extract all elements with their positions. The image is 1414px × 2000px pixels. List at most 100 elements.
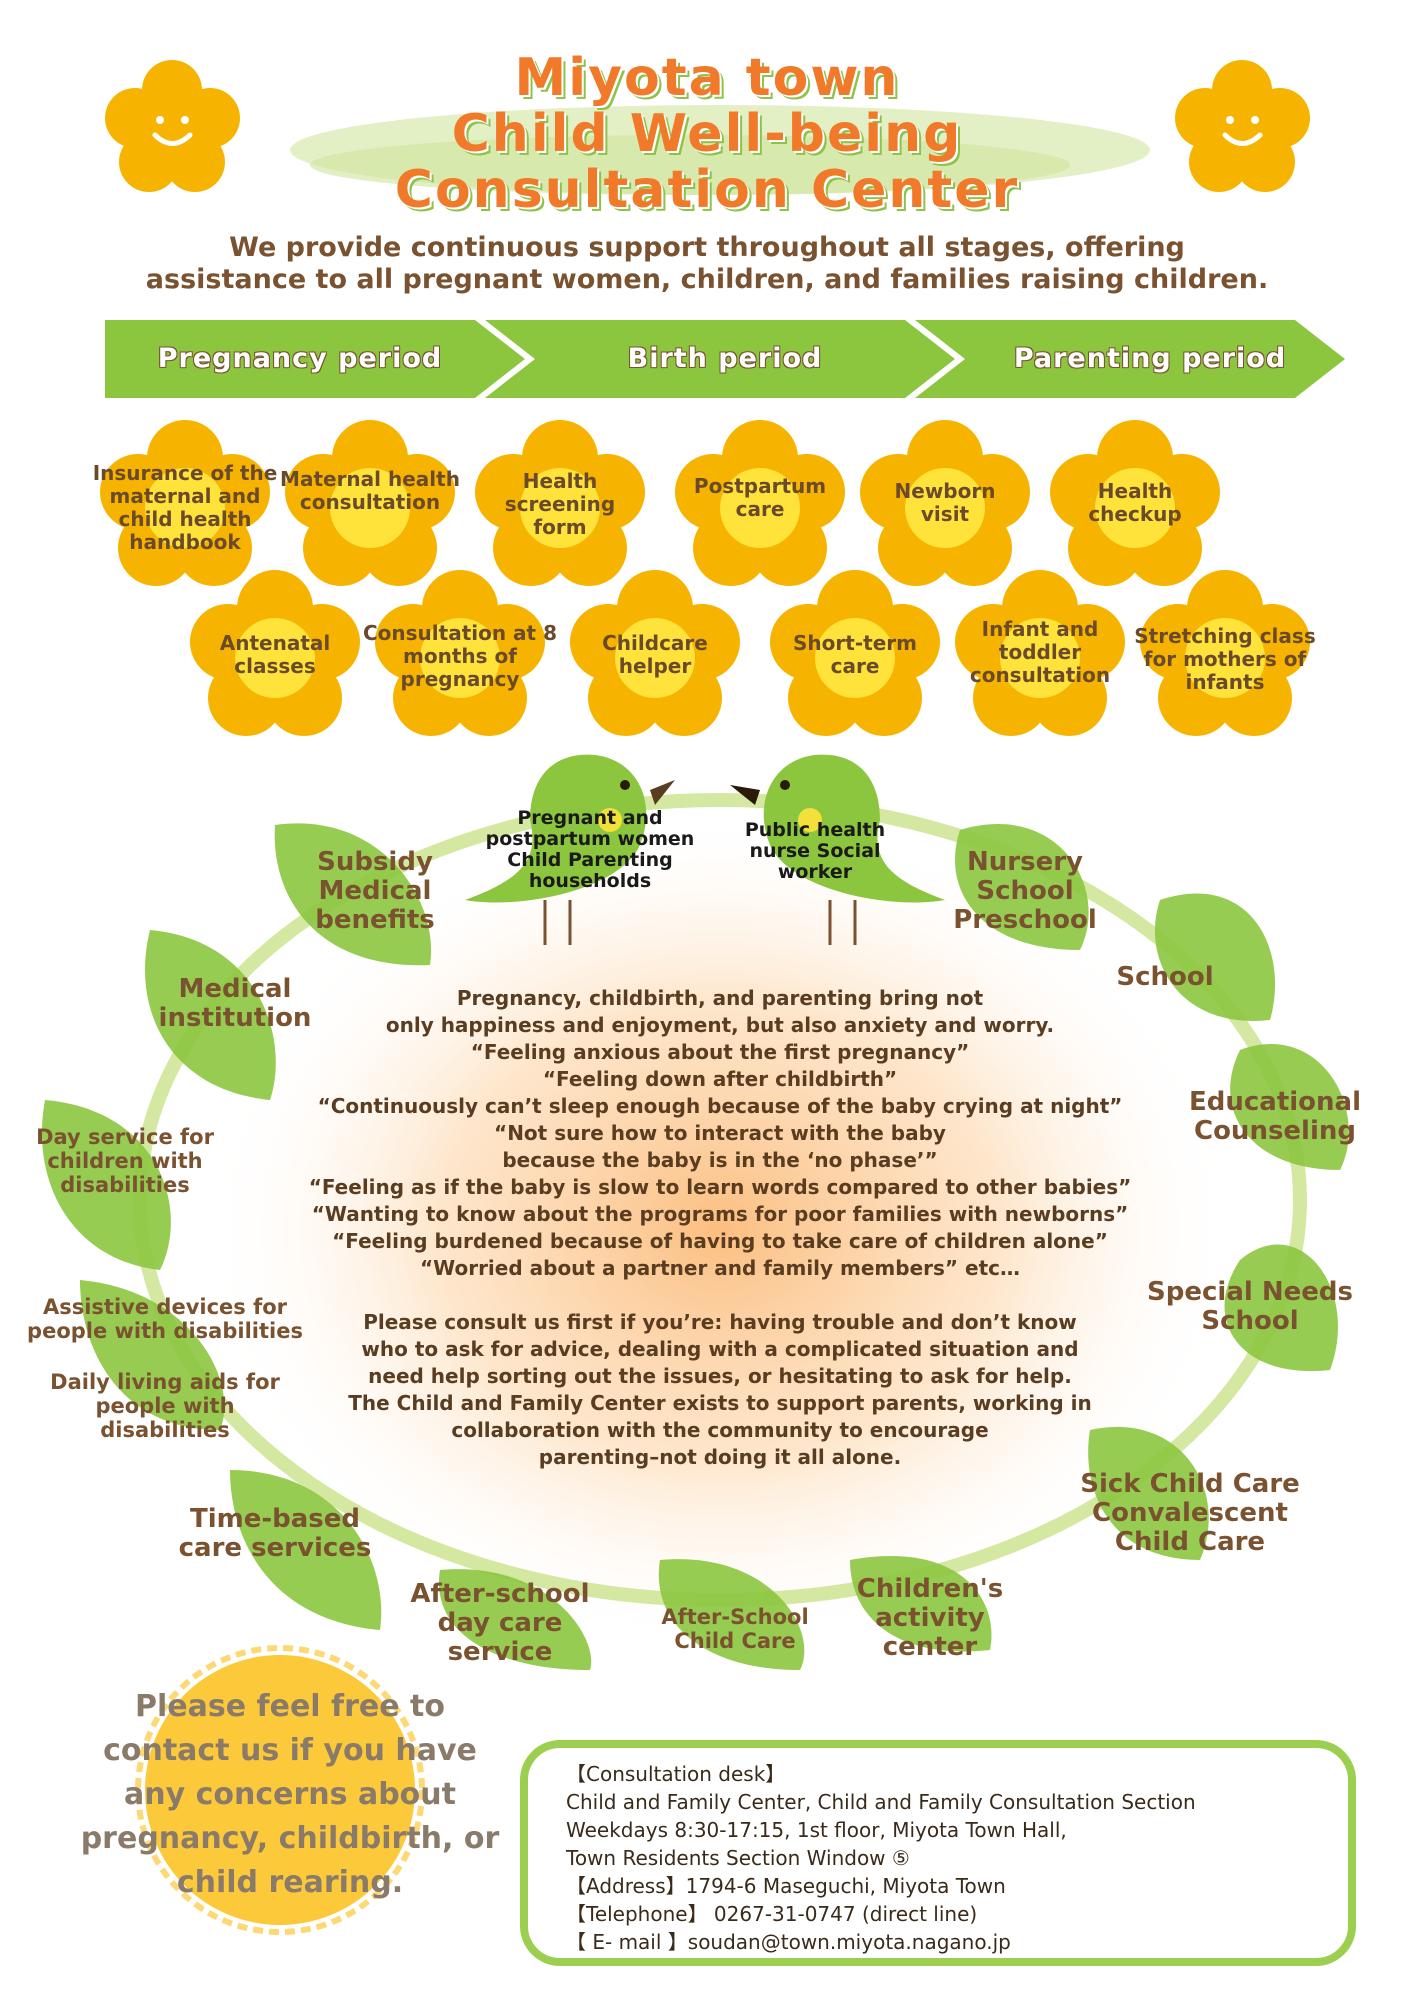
service-flower: Short-term care	[770, 570, 940, 740]
subtitle: We provide continuous support throughout…	[60, 232, 1354, 296]
feel-free-message: Please feel free to contact us if you ha…	[80, 1689, 500, 1900]
leaf-icon	[145, 930, 276, 1100]
service-flower: Antenatal classes	[190, 570, 360, 740]
item-activity-center: Children's activity center	[856, 1574, 1004, 1662]
concern-line: “Wanting to know about the programs for …	[311, 1202, 1129, 1226]
leaf-icon	[274, 823, 432, 966]
flower-icon	[1140, 570, 1310, 736]
smiley-flower-icon	[1175, 60, 1310, 192]
bird-left-icon	[465, 754, 675, 945]
page-title: Miyota town Child Well-being Consultatio…	[0, 50, 1414, 218]
item-day-service: Day service for children with disabiliti…	[36, 1125, 214, 1197]
concern-line: only happiness and enjoyment, but also a…	[385, 1013, 1055, 1037]
flower-icon	[955, 570, 1125, 736]
center-message: Pregnancy, childbirth, and parenting bri…	[270, 985, 1170, 1471]
service-flower: Postpartum care	[675, 420, 845, 590]
consult-line: who to ask for advice, dealing with a co…	[361, 1337, 1079, 1361]
stage-label: Parenting period	[1013, 343, 1287, 374]
service-label: Insurance of the maternal and child heal…	[92, 461, 278, 554]
leaf-icon	[1088, 1426, 1209, 1560]
contact-line: Weekdays 8:30-17:15, 1st floor, Miyota T…	[566, 1818, 1067, 1842]
smiley-flower-icon	[105, 60, 240, 192]
contact-line: Town Residents Section Window ⑤	[566, 1846, 910, 1870]
subtitle-line: We provide continuous support throughout…	[229, 232, 1185, 263]
service-label: Short-term care	[793, 631, 917, 678]
flower-icon	[285, 420, 455, 586]
flower-icon	[860, 420, 1030, 586]
stage-label: Pregnancy period	[157, 343, 443, 374]
consult-line: Please consult us first if you’re: havin…	[363, 1310, 1077, 1334]
subtitle-line: assistance to all pregnant women, childr…	[145, 264, 1269, 295]
title-swash	[290, 105, 1150, 195]
item-time-based: Time-based care services	[178, 1504, 372, 1563]
item-nursery: Nursery School Preschool	[953, 847, 1097, 935]
flower-icon	[475, 420, 645, 586]
consult-line: need help sorting out the issues, or hes…	[368, 1364, 1072, 1388]
service-flower: Maternal health consultation	[280, 420, 460, 590]
service-label: Stretching class for mothers of infants	[1134, 624, 1316, 694]
service-flower: Health checkup	[1050, 420, 1220, 590]
leaf-icon	[1230, 1044, 1349, 1170]
item-after-school-day: After-school day care service	[410, 1579, 590, 1667]
service-flower: Health screening form	[475, 420, 645, 590]
concern-line: “Worried about a partner and family memb…	[419, 1256, 1021, 1280]
flower-icon	[1050, 420, 1220, 586]
leaf-decorations	[41, 823, 1349, 1670]
item-school: School	[1116, 962, 1214, 992]
item-assistive: Assistive devices for people with disabi…	[27, 1295, 303, 1343]
title-line: Child Well-being	[451, 104, 963, 164]
flower-icon	[100, 420, 270, 586]
item-medical: Medical institution	[158, 974, 312, 1033]
concern-line: Pregnancy, childbirth, and parenting bri…	[456, 986, 984, 1010]
service-label: Health screening form	[504, 469, 616, 539]
bird-right-icon	[730, 754, 945, 945]
bird-left-label: Pregnant and postpartum women Child Pare…	[485, 807, 695, 892]
contact-phone[interactable]: 【Telephone】 0267-31-0747 (direct line)	[566, 1902, 978, 1926]
service-flower: Infant and toddler consultation	[955, 570, 1125, 740]
consult-line: The Child and Family Center exists to su…	[348, 1391, 1092, 1415]
leaf-icon	[1224, 1244, 1338, 1372]
service-label: Maternal health consultation	[280, 467, 460, 514]
service-label: Newborn visit	[894, 479, 996, 526]
service-label: Childcare helper	[602, 631, 708, 678]
sun-splash	[135, 1645, 425, 1935]
title-line: Miyota town	[514, 48, 900, 108]
service-label: Consultation at 8 months of pregnancy	[362, 621, 557, 691]
leaf-icon	[955, 824, 1089, 950]
concern-line: because the baby is in the ‘no phase’”	[502, 1148, 938, 1172]
concern-line: “Continuously can’t sleep enough because…	[317, 1094, 1123, 1118]
concern-line: “Feeling burdened because of having to t…	[332, 1229, 1108, 1253]
concern-line: “Feeling anxious about the first pregnan…	[470, 1040, 970, 1064]
leaf-icon	[230, 1470, 382, 1630]
item-sick-child: Sick Child Care Convalescent Child Care	[1080, 1469, 1300, 1557]
bird-right-label: Public health nurse Social worker	[744, 819, 886, 883]
contact-line: 【Consultation desk】	[566, 1762, 786, 1786]
stage-arrow-bar: Pregnancy period Birth period Parenting …	[105, 320, 1345, 398]
concern-line: “Feeling down after childbirth”	[542, 1067, 898, 1091]
stage-label: Birth period	[627, 343, 823, 374]
contact-line: 【Address】1794-6 Maseguchi, Miyota Town	[566, 1874, 1006, 1898]
service-label: Postpartum care	[693, 474, 827, 521]
leaf-icon	[658, 1559, 805, 1670]
service-flower: Childcare helper	[570, 570, 740, 740]
service-flower: Newborn visit	[860, 420, 1030, 590]
item-subsidy: Subsidy Medical benefits	[315, 847, 435, 935]
consult-line: parenting–not doing it all alone.	[538, 1445, 902, 1469]
leaf-icon	[80, 1280, 225, 1430]
consult-line: collaboration with the community to enco…	[451, 1418, 989, 1442]
leaf-icon	[1154, 893, 1276, 1021]
concern-line: “Not sure how to interact with the baby	[494, 1121, 946, 1145]
flower-icon	[675, 420, 845, 586]
title-line: Consultation Center	[394, 160, 1020, 220]
item-special-needs: Special Needs School	[1147, 1277, 1353, 1336]
service-label: Infant and toddler consultation	[969, 617, 1111, 687]
contact-email[interactable]: 【 E- mail 】soudan@town.miyota.nagano.jp	[566, 1930, 1011, 1954]
item-educational: Educational Counseling	[1188, 1087, 1361, 1146]
flower-icon	[570, 570, 740, 736]
service-flower: Consultation at 8 months of pregnancy	[363, 570, 557, 740]
item-daily-living: Daily living aids for people with disabi…	[50, 1370, 280, 1442]
leaf-icon	[850, 1556, 992, 1652]
item-after-school-child: After-School Child Care	[661, 1605, 809, 1653]
flower-icon	[375, 570, 545, 736]
leaf-icon	[41, 1100, 171, 1270]
